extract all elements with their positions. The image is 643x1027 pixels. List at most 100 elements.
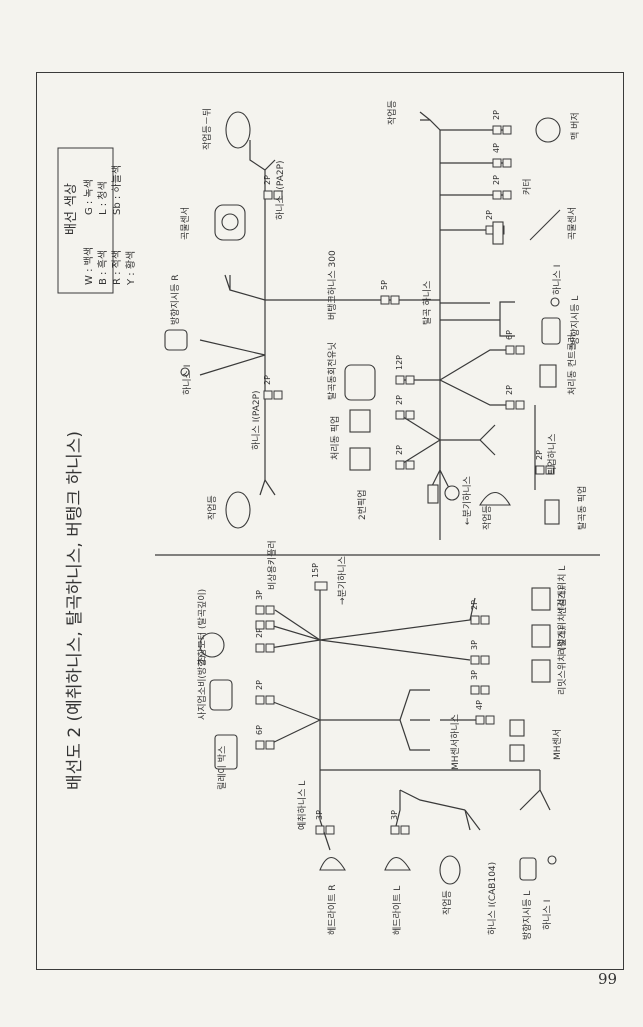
pickup-sensor-icon bbox=[349, 409, 371, 433]
connector bbox=[390, 295, 400, 305]
connector-pin-label: 2P bbox=[395, 445, 404, 455]
connector bbox=[470, 685, 480, 695]
legend-box bbox=[57, 147, 114, 294]
wire bbox=[269, 639, 321, 649]
connector-pin-label: 2P bbox=[485, 210, 494, 220]
connector bbox=[505, 345, 515, 355]
wire bbox=[319, 639, 471, 661]
labels-layer: 배선도 2 (예취하니스, 탈곡하니스, 버탱크 하니스) 배선 색상 W : 백색… bbox=[64, 100, 588, 940]
wire bbox=[199, 354, 266, 376]
work-light-lower-icon bbox=[479, 491, 511, 506]
wire bbox=[264, 159, 276, 171]
connector bbox=[273, 390, 283, 400]
component-label: 탈곡동 픽업 bbox=[577, 486, 588, 530]
connector bbox=[515, 400, 525, 410]
threshing-pickup-icon bbox=[544, 499, 560, 525]
legend-item: W : 백색 bbox=[83, 247, 95, 285]
wire bbox=[229, 275, 266, 301]
component-label: 하니스 I bbox=[552, 265, 563, 295]
connector-pin-label: 4P bbox=[492, 143, 501, 153]
wire bbox=[199, 339, 266, 356]
component-label: MH센서하니스 bbox=[450, 714, 461, 770]
component-label: 커터 bbox=[522, 178, 533, 195]
connector bbox=[405, 460, 415, 470]
wire bbox=[439, 440, 451, 491]
speed-motor-icon bbox=[199, 632, 225, 658]
sensor-switch-icon bbox=[531, 587, 551, 611]
legend-item: G : 녹색 bbox=[83, 179, 95, 215]
buzzer-icon bbox=[535, 117, 561, 143]
connector-pin-label: 3P bbox=[315, 810, 324, 820]
wires-layer bbox=[155, 111, 600, 851]
wire bbox=[267, 699, 321, 721]
connectors-layer: 2P2P5P12P2P2P2P4P2P2P6P2P2P2P3P3P2P6P2P3… bbox=[255, 110, 555, 835]
connector-pin-label: 2P bbox=[505, 385, 514, 395]
component-label: ←분기하니스 bbox=[462, 476, 473, 525]
connector-15p bbox=[314, 581, 328, 591]
page-number: 99 bbox=[598, 970, 618, 988]
headlight-r-icon bbox=[319, 856, 346, 871]
connector-pin-label: 2P bbox=[492, 175, 501, 185]
wire bbox=[439, 379, 510, 406]
legend-title: 배선 색상 bbox=[64, 183, 79, 235]
component-label: 비상용키플러 bbox=[267, 540, 278, 590]
connector-pin-label: 6P bbox=[505, 330, 514, 340]
wire bbox=[499, 301, 515, 320]
wire bbox=[479, 424, 496, 441]
relay-box-icon bbox=[214, 734, 238, 770]
component-label: 작업등 bbox=[482, 505, 493, 530]
component-label: 조향모터 (탈곡깊이) bbox=[196, 589, 208, 665]
connector bbox=[475, 715, 485, 725]
connector-pin-label: 12P bbox=[395, 355, 404, 370]
connector bbox=[492, 190, 502, 200]
ground-terminal-left-icon bbox=[547, 855, 557, 865]
connector-pin-label: 5P bbox=[380, 280, 389, 290]
connector bbox=[470, 655, 480, 665]
component-label: 탈곡 하니스 bbox=[422, 281, 433, 325]
component-label: 방향지시등 L bbox=[569, 296, 581, 345]
component-label: 처리동 컨트롤러 bbox=[566, 334, 578, 395]
wire bbox=[499, 320, 515, 337]
connector bbox=[263, 390, 273, 400]
grain-sensor-2-icon bbox=[492, 221, 504, 245]
wire bbox=[464, 809, 471, 831]
component-label: 곡물센서 bbox=[180, 207, 191, 240]
connector bbox=[405, 410, 415, 420]
threshing-unit-icon bbox=[344, 364, 376, 401]
component-label: 탈곡동회전유닛 bbox=[327, 342, 338, 400]
wire bbox=[394, 790, 401, 831]
ground-terminal-right-icon bbox=[550, 297, 560, 307]
connector bbox=[492, 158, 502, 168]
connector bbox=[315, 825, 325, 835]
connector bbox=[395, 375, 405, 385]
component-label: 픽업하니스 bbox=[547, 434, 558, 475]
turn-signal-l-icon bbox=[541, 317, 561, 345]
pickup-sensor-2-icon bbox=[349, 447, 371, 471]
wire bbox=[269, 624, 321, 641]
wire bbox=[439, 349, 510, 381]
connector-pin-label: 2P bbox=[470, 600, 479, 610]
connector bbox=[405, 375, 415, 385]
component-label: 곡물센서 bbox=[567, 207, 578, 240]
wire bbox=[264, 479, 276, 496]
connector bbox=[265, 695, 275, 705]
mh-sensor-2-icon bbox=[509, 744, 525, 762]
connector bbox=[265, 740, 275, 750]
page-title: 배선도 2 (예취하니스, 탈곡하니스, 버탱크 하니스) bbox=[65, 431, 85, 790]
connector bbox=[255, 605, 265, 615]
branch-20p-icon bbox=[427, 484, 439, 504]
connector bbox=[273, 190, 283, 200]
connector-pin-label: 2P bbox=[255, 680, 264, 690]
component-label: 작업등 bbox=[207, 495, 218, 520]
component-label: 맥 버저 bbox=[570, 112, 581, 140]
branch-10p-icon bbox=[444, 485, 460, 501]
component-label: →분기하니스 bbox=[337, 556, 348, 605]
limit-switch-1-icon bbox=[531, 624, 551, 648]
component-label: 리밋스위치 (걸개) bbox=[556, 627, 568, 695]
diagram-frame bbox=[36, 72, 624, 970]
connector bbox=[395, 460, 405, 470]
connector bbox=[502, 125, 512, 135]
connector-pin-label: 15P bbox=[311, 563, 320, 578]
connector bbox=[502, 158, 512, 168]
component-label: 예취하니스 L bbox=[297, 781, 308, 830]
